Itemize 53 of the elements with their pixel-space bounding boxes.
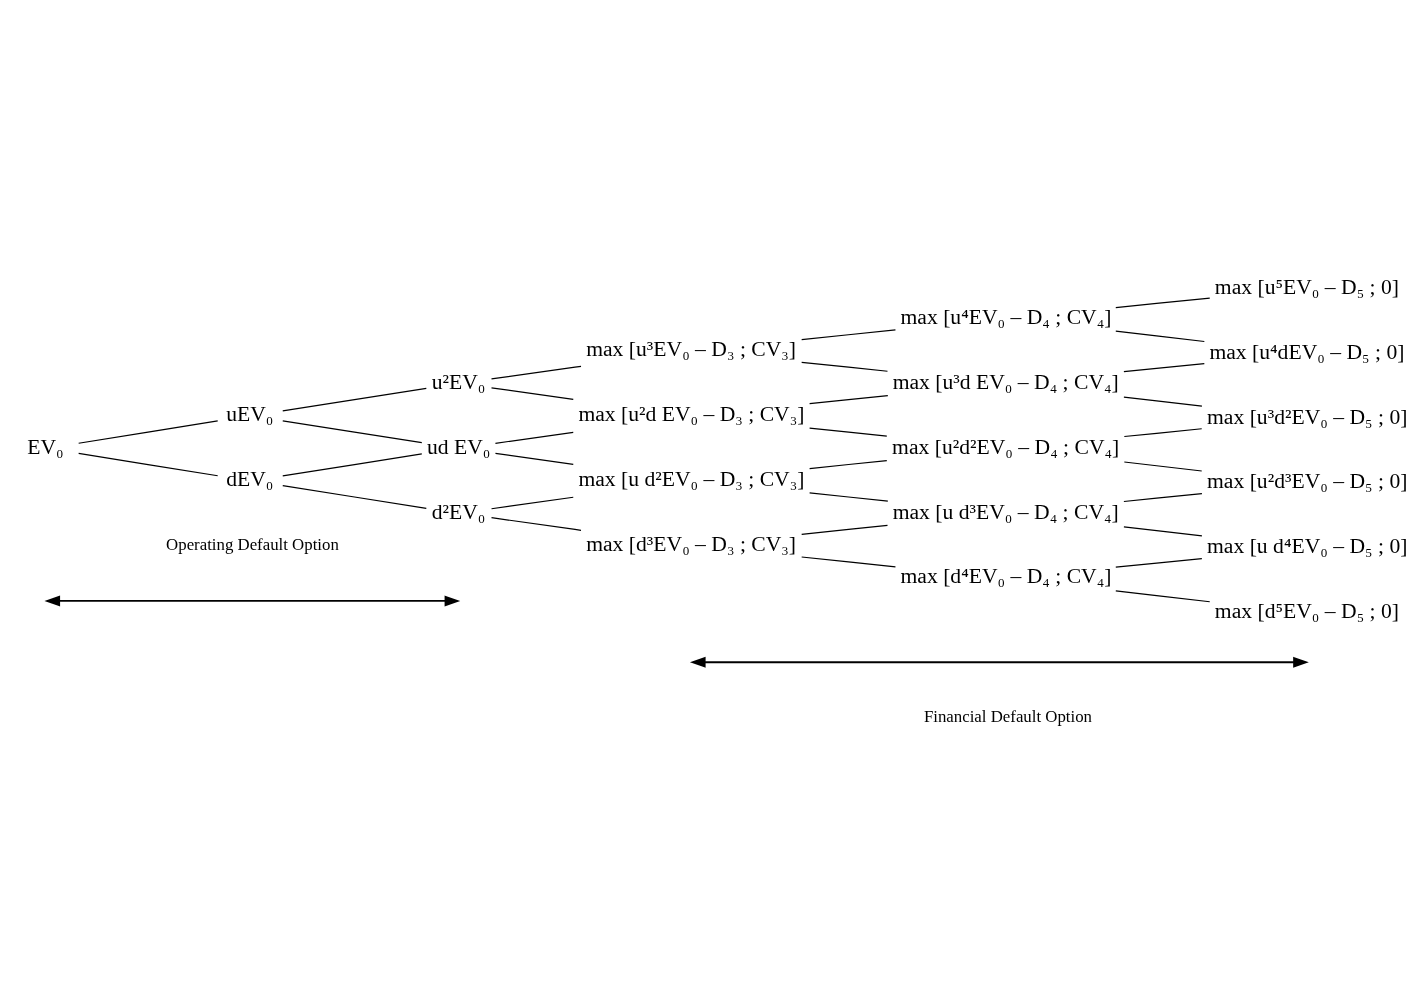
node-text: max [u²d EV₀ – D₃ ; CV₃] <box>578 402 805 427</box>
connector <box>282 485 427 509</box>
node-text: max [u⁵EV₀ – D₅ ; 0] <box>1214 274 1399 299</box>
connector <box>490 387 574 400</box>
connector <box>282 387 427 412</box>
connector <box>490 365 582 380</box>
node-text: ud EV₀ <box>426 434 491 459</box>
connector <box>1123 461 1203 472</box>
node-text: max [u⁴dEV₀ – D₅ ; 0] <box>1209 339 1405 364</box>
connector <box>1123 396 1203 407</box>
connector <box>78 452 219 477</box>
connector <box>801 361 889 372</box>
connector <box>282 420 423 444</box>
connector <box>809 394 889 405</box>
node-text: max [u⁴EV₀ – D₄ ; CV₄] <box>900 304 1112 329</box>
label: Financial Default Option <box>923 707 1093 726</box>
node-text: max [u³d²EV₀ – D₅ ; 0] <box>1207 404 1408 429</box>
connector <box>1123 526 1203 537</box>
connector <box>282 453 423 477</box>
node-text: dEV₀ <box>226 467 274 492</box>
connector <box>494 431 574 444</box>
connector <box>490 496 574 510</box>
connector <box>1115 297 1211 309</box>
connector <box>494 452 574 465</box>
node-text: max [u d⁴EV₀ – D₅ ; 0] <box>1207 534 1408 559</box>
node-text: max [u²d³EV₀ – D₅ ; 0] <box>1207 469 1408 494</box>
connector <box>1123 428 1203 438</box>
label: Operating Default Option <box>166 535 339 555</box>
node-text: max [u³d EV₀ – D₄ ; CV₄] <box>892 369 1119 394</box>
node-text: d²EV₀ <box>431 499 486 524</box>
node-text: u²EV₀ <box>431 369 486 394</box>
node-text: max [d⁴EV₀ – D₄ ; CV₄] <box>900 564 1112 589</box>
node-text: max [u d²EV₀ – D₃ ; CV₃] <box>578 467 805 492</box>
connector <box>801 329 897 341</box>
connector <box>809 427 888 437</box>
node-text: EV₀ <box>27 434 64 459</box>
connector <box>1115 330 1205 343</box>
connector <box>490 517 582 531</box>
connector <box>801 556 897 568</box>
node-text: max [u³EV₀ – D₃ ; CV₃] <box>586 337 797 362</box>
node-text: max [u²d²EV₀ – D₄ ; CV₄] <box>892 434 1120 459</box>
connector <box>1115 557 1203 568</box>
connector <box>1123 362 1205 373</box>
node-text: max [d⁵EV₀ – D₅ ; 0] <box>1214 599 1399 624</box>
connector <box>809 492 889 502</box>
connector <box>809 459 888 470</box>
node-text: max [u d³EV₀ – D₄ ; CV₄] <box>892 499 1119 524</box>
connector <box>801 524 889 535</box>
node-text: uEV₀ <box>226 402 274 427</box>
connector <box>78 420 219 444</box>
connector <box>1115 590 1211 603</box>
node-text: max [d³EV₀ – D₃ ; CV₃] <box>586 531 797 556</box>
connector <box>1123 493 1203 503</box>
